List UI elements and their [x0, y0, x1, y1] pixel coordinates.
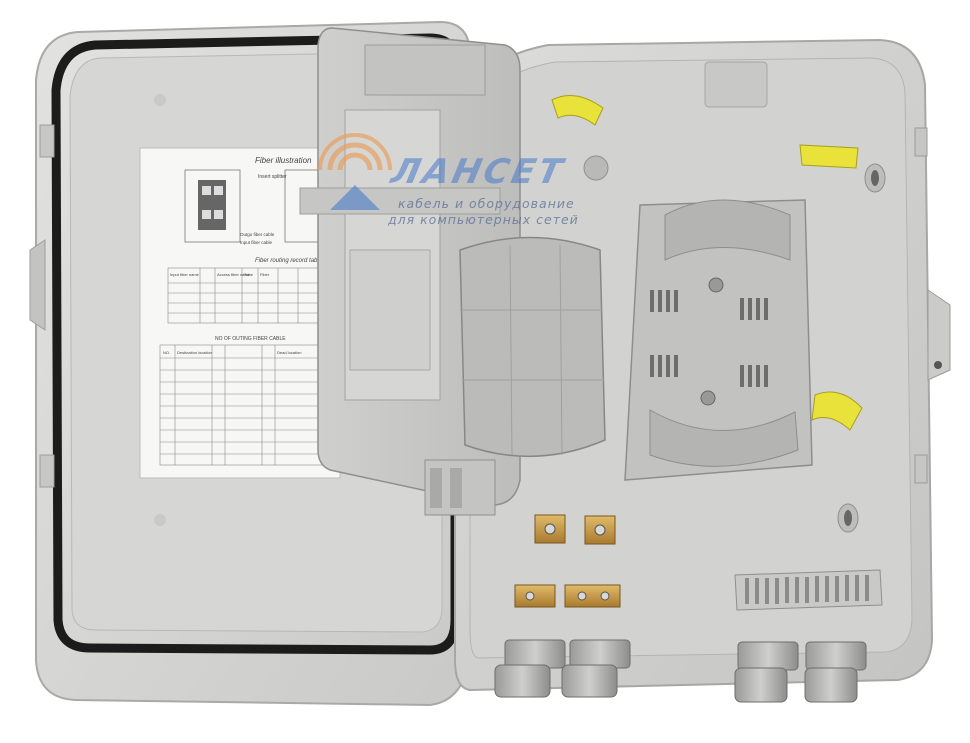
- sheet-label: Input fiber name: [170, 272, 200, 277]
- adapter-strip: [734, 569, 883, 611]
- cable-glands: [494, 639, 867, 703]
- sheet-label: Dead location: [277, 350, 301, 355]
- sheet-label: Tube: [244, 272, 254, 277]
- watermark-brand: ЛАНСЕТ: [387, 152, 569, 192]
- sheet-label: NO.: [163, 350, 170, 355]
- hinged-inner-cover: [299, 27, 606, 516]
- sheet-label: Access fiber name: [217, 272, 251, 277]
- yellow-cable-clips: [551, 95, 863, 431]
- splice-tray: [624, 199, 813, 481]
- watermark-tagline: для компьютерных сетей: [388, 212, 579, 227]
- watermark-tagline: кабель и оборудование: [398, 196, 575, 211]
- sheet-label: Outgo fiber cable: [240, 232, 275, 237]
- grounding-terminals: [514, 514, 621, 608]
- sheet-label: NO OF OUTING FIBER CABLE: [215, 336, 286, 342]
- sheet-label: Insert splitter: [258, 174, 287, 180]
- watermark-logo-icon: [318, 133, 392, 210]
- sheet-label: Fiber routing record table: [255, 258, 323, 264]
- sheet-label: Input fiber cable: [240, 240, 273, 245]
- sheet-label: Destination location: [177, 350, 212, 355]
- sheet-label: Fiber: [260, 272, 270, 277]
- sheet-title: Fiber illustration: [255, 156, 312, 165]
